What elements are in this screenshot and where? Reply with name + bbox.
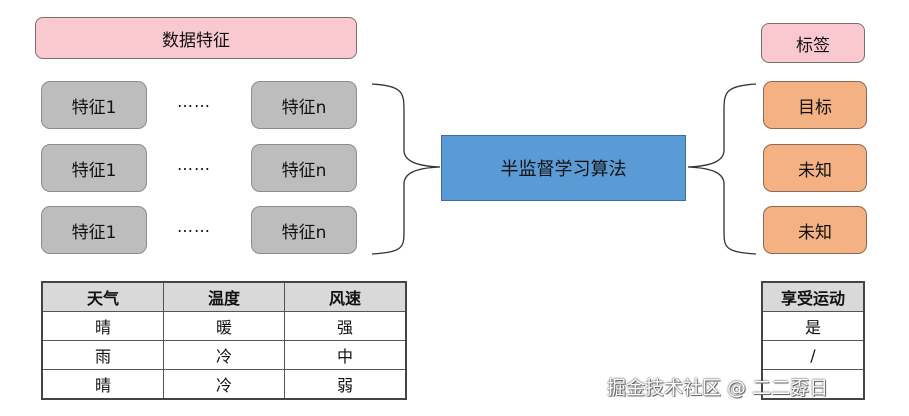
table-cell: 晴 [41,369,164,400]
table-row: 晴 冷 弱 [41,369,407,400]
table-row: 雨 冷 中 [41,340,407,370]
table-row: 晴 暖 强 [41,311,407,341]
table-cell: 中 [284,340,407,370]
table-cell [761,369,865,400]
table-header-row: 天气 温度 风速 [41,281,407,312]
table-cell: 冷 [163,369,285,400]
column-header: 风速 [284,281,407,312]
feature-1-box: 特征1 [41,144,147,192]
feature-n-box: 特征n [251,144,357,192]
label-table: 享受运动 是 / [761,281,865,400]
table-cell: 晴 [41,311,164,341]
label-unknown-box: 未知 [763,144,867,192]
feature-1-box: 特征1 [41,206,147,254]
feature-n-box: 特征n [251,81,357,129]
watermark: 掘金技术社区 @ 二二孬日 [607,377,829,399]
table-row [761,369,865,400]
label-target-box: 目标 [763,81,867,129]
ellipsis: …… [177,217,211,236]
algorithm-box: 半监督学习算法 [441,135,686,201]
table-cell: / [761,340,865,370]
table-row: 是 [761,311,865,341]
column-header: 天气 [41,281,164,312]
table-cell: 雨 [41,340,164,370]
table-cell: 是 [761,311,865,341]
table-cell: 冷 [163,340,285,370]
feature-n-box: 特征n [251,206,357,254]
right-bracket [687,83,757,255]
ellipsis: …… [177,92,211,111]
table-cell: 暖 [163,311,285,341]
table-row: / [761,340,865,370]
label-unknown-box: 未知 [763,206,867,254]
table-header-row: 享受运动 [761,281,865,312]
ellipsis: …… [177,155,211,174]
label-header: 标签 [761,23,865,63]
table-cell: 强 [284,311,407,341]
left-bracket [371,83,441,255]
feature-table: 天气 温度 风速 晴 暖 强 雨 冷 中 晴 冷 弱 [41,281,407,400]
column-header: 享受运动 [761,281,865,312]
feature-1-box: 特征1 [41,81,147,129]
features-header: 数据特征 [35,17,357,59]
column-header: 温度 [163,281,285,312]
table-cell: 弱 [284,369,407,400]
